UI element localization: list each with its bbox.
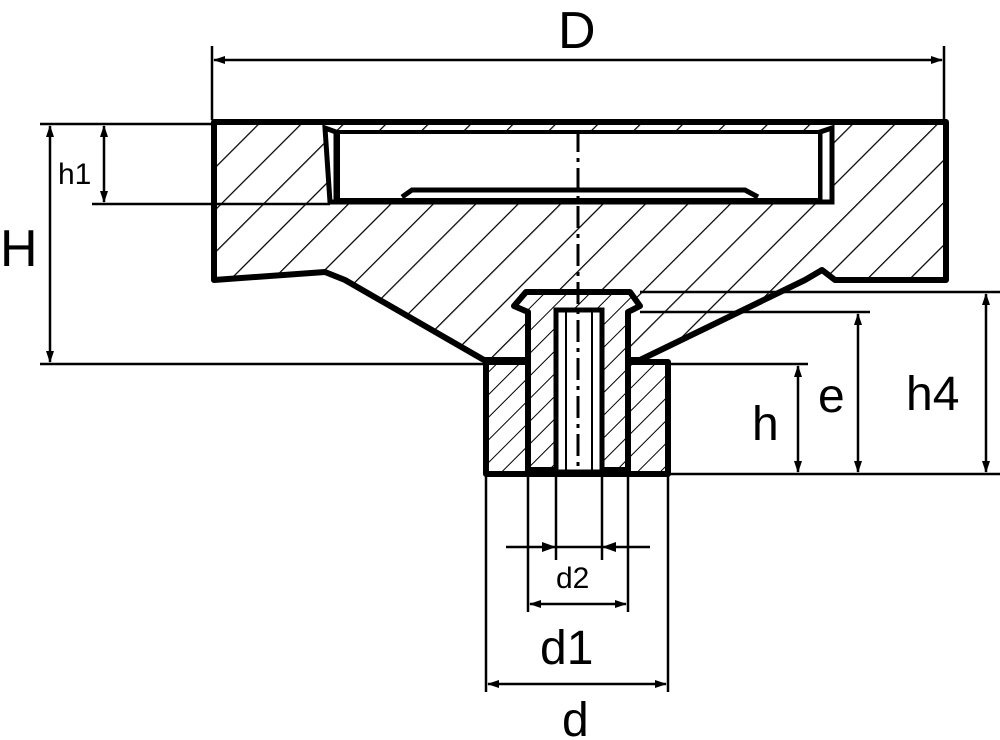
label-d2: d2 [556,562,589,595]
d2-arrow-right [602,542,616,552]
label-h4: h4 [906,368,959,421]
d2-arrow-left [542,542,556,552]
label-D: D [558,2,596,60]
label-h1: h1 [58,158,91,191]
label-H: H [0,220,38,278]
label-e: e [818,370,845,423]
label-d1: d1 [540,622,593,675]
label-d: d [562,694,589,740]
label-h: h [752,398,779,451]
